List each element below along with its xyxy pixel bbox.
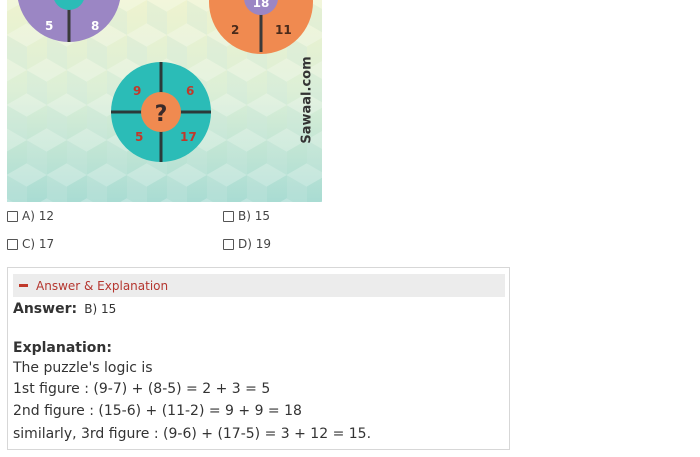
figure-3-question-mark: ?: [155, 102, 168, 127]
puzzle-figures: 5 8 18 2 11 ? 9 6 5 17: [17, 0, 313, 162]
option-d-checkbox[interactable]: [223, 238, 234, 250]
answer-label: Answer:: [13, 301, 78, 317]
figure-1-number-bottom-left: 5: [45, 19, 53, 33]
figure-2-number-bottom-right: 11: [275, 23, 292, 37]
option-c[interactable]: C) 17: [7, 237, 54, 251]
figure-2-center-number: 18: [253, 0, 270, 10]
figure-2: 18 2 11: [209, 0, 313, 54]
option-d[interactable]: D) 19: [223, 237, 271, 251]
figure-3-number-bottom-right: 17: [180, 130, 197, 144]
explanation-label: Explanation:: [13, 340, 112, 356]
figure-1-number-bottom-right: 8: [91, 19, 99, 33]
figure-3: ? 9 6 5 17: [111, 62, 211, 162]
figure-1: 5 8: [17, 0, 121, 42]
explanation-line-4: similarly, 3rd figure : (9-6) + (17-5) =…: [13, 426, 372, 442]
option-b[interactable]: B) 15: [223, 209, 270, 223]
explanation-line-1: The puzzle's logic is: [13, 360, 153, 376]
figure-2-center: [244, 0, 278, 15]
answer-value: B) 15: [84, 302, 117, 316]
option-a[interactable]: A) 12: [7, 209, 54, 223]
option-a-checkbox[interactable]: [7, 210, 18, 222]
figure-3-number-bottom-left: 5: [135, 130, 143, 144]
figure-3-center: [141, 92, 181, 132]
collapse-minus-icon[interactable]: [19, 284, 28, 287]
figure-1-center: [54, 0, 84, 10]
option-c-label: C) 17: [22, 237, 55, 251]
explanation-line-2: 1st figure : (9-7) + (8-5) = 2 + 3 = 5: [13, 381, 271, 397]
figure-2-number-bottom-left: 2: [231, 23, 239, 37]
option-b-checkbox[interactable]: [223, 210, 234, 222]
answer-line: Answer: B) 15: [13, 301, 116, 317]
option-c-checkbox[interactable]: [7, 238, 18, 250]
brand-watermark: Sawaal.com: [299, 56, 315, 144]
option-d-label: D) 19: [238, 237, 272, 251]
explanation-line-3: 2nd figure : (15-6) + (11-2) = 9 + 9 = 1…: [13, 403, 302, 419]
answer-panel: Answer & Explanation Answer: B) 15 Expla…: [7, 267, 510, 450]
option-a-label: A) 12: [22, 209, 54, 223]
figure-3-number-top-right: 6: [186, 84, 194, 98]
puzzle-image: 5 8 18 2 11 ? 9 6 5 17 Sawaal.com: [7, 0, 322, 202]
figure-3-number-top-left: 9: [133, 84, 141, 98]
answer-toggle-label: Answer & Explanation: [36, 278, 169, 293]
answer-toggle[interactable]: Answer & Explanation: [13, 274, 505, 297]
option-b-label: B) 15: [238, 209, 270, 223]
